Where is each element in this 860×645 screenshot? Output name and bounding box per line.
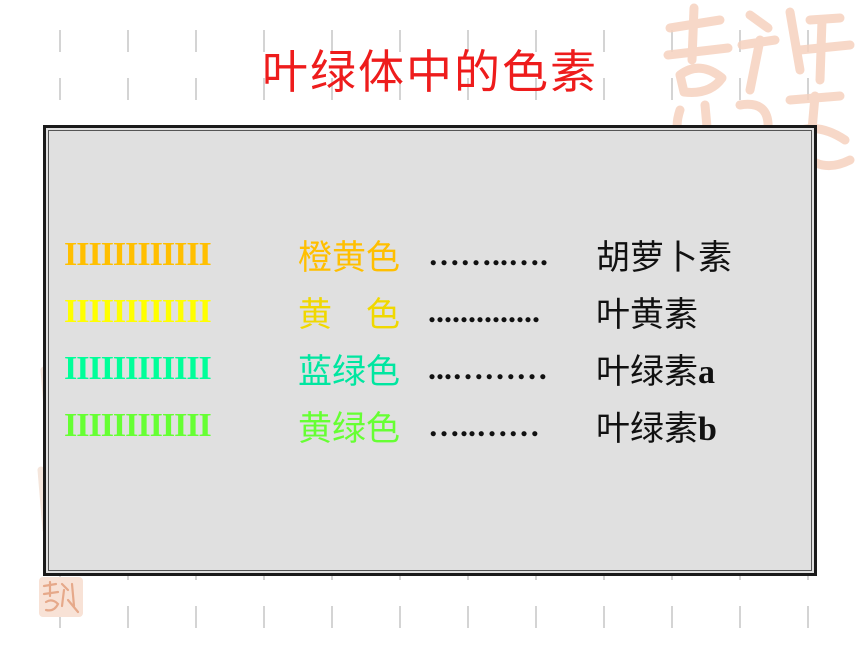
pigment-name-text: 叶绿素 xyxy=(596,409,698,449)
pigment-band: IIIIIIIIIIII xyxy=(64,235,212,273)
content-panel xyxy=(43,125,817,576)
leader-dots: ……..…. xyxy=(428,236,548,272)
page-title: 叶绿体中的色素 xyxy=(262,45,598,99)
pigment-name: 叶绿素b xyxy=(596,401,717,450)
pigment-band: IIIIIIIIIIII xyxy=(64,406,212,444)
pigment-band: IIIIIIIIIIII xyxy=(64,349,212,387)
band-color-label: 黄绿色 xyxy=(298,409,400,449)
pigment-row-xanthophyll: IIIIIIIIIIII 黄 色 .............. 叶黄素 xyxy=(64,283,732,340)
pigment-list: IIIIIIIIIIII 橙黄色 ……..…. 胡萝卜素 IIIIIIIIIII… xyxy=(64,226,732,454)
pigment-name: 叶黄素 xyxy=(596,295,698,335)
band-color-label: 蓝绿色 xyxy=(298,352,400,392)
pigment-suffix: b xyxy=(698,411,717,448)
leader-dots: ...……… xyxy=(428,350,548,386)
pigment-name: 叶绿素a xyxy=(596,344,715,393)
pigment-row-carotene: IIIIIIIIIIII 橙黄色 ……..…. 胡萝卜素 xyxy=(64,226,732,283)
leader-dots: …..…… xyxy=(428,407,540,443)
band-color-label: 黄 色 xyxy=(298,295,400,335)
pigment-row-chlorophyll-b: IIIIIIIIIIII 黄绿色 …..…… 叶绿素b xyxy=(64,397,732,454)
seal-stamp xyxy=(39,577,83,617)
pigment-suffix: a xyxy=(698,354,715,391)
pigment-name: 胡萝卜素 xyxy=(596,238,732,278)
band-color-label: 橙黄色 xyxy=(298,238,400,278)
pigment-row-chlorophyll-a: IIIIIIIIIIII 蓝绿色 ...……… 叶绿素a xyxy=(64,340,732,397)
pigment-name-text: 叶绿素 xyxy=(596,352,698,392)
leader-dots: .............. xyxy=(428,293,540,329)
pigment-band: IIIIIIIIIIII xyxy=(64,292,212,330)
